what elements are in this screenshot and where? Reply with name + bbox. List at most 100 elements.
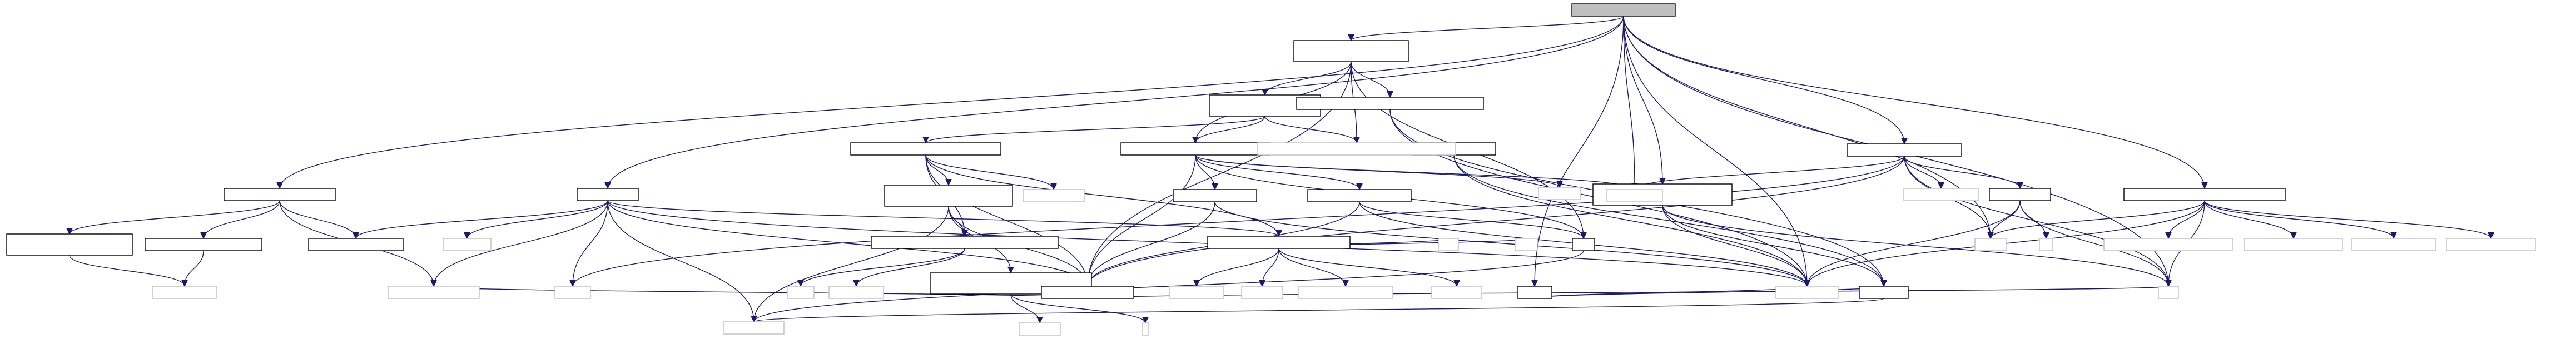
dependency-edge-n5-e22 — [1904, 156, 1941, 189]
node-box — [1298, 286, 1393, 299]
dependency-edge-n22-e16 — [69, 255, 185, 287]
graph-node-e6 — [1019, 322, 1061, 336]
dependency-edge-n0-n7 — [1535, 16, 1624, 286]
graph-node-e10 — [1606, 189, 1663, 202]
graph-node-n3[interactable] — [577, 188, 639, 201]
graph-node-e9 — [1241, 286, 1283, 299]
node-box — [2446, 238, 2536, 251]
graph-node-e21 — [723, 321, 785, 335]
dependency-edge-n5-n20 — [1088, 156, 1905, 286]
dependency-edge-n5-e10 — [1635, 156, 1905, 190]
graph-node-n10[interactable] — [1120, 142, 1270, 156]
graph-node-n5[interactable] — [1847, 143, 1962, 157]
graph-node-e19 — [1974, 238, 2007, 251]
graph-node-n17[interactable] — [1307, 189, 1412, 202]
graph-node-n21[interactable] — [1859, 286, 1909, 299]
node-box — [1515, 238, 1538, 251]
graph-node-e22 — [1903, 188, 1979, 201]
dependency-edge-n2-n24 — [279, 200, 356, 239]
dependency-edge-n2-n22 — [70, 200, 280, 235]
dependency-edge-n6-e25 — [2168, 200, 2205, 239]
graph-node-e5 — [828, 286, 884, 299]
graph-node-e7 — [1142, 322, 1149, 336]
dependency-edge-n10-n20 — [1088, 154, 1196, 286]
dependency-edge-n9-n20 — [925, 154, 1088, 286]
dependency-edge-n19-e7 — [1010, 293, 1145, 323]
graph-node-n1[interactable] — [1293, 40, 1409, 62]
dependency-edge-n13-e21 — [754, 206, 949, 322]
graph-node-n24[interactable] — [308, 238, 404, 251]
graph-node-n9[interactable] — [850, 142, 1001, 156]
graph-node-n13[interactable] — [884, 185, 1013, 207]
graph-node-n2[interactable] — [224, 188, 336, 201]
dependency-edge-n0-e10 — [1623, 16, 1635, 190]
dependency-edge-n0-n3 — [608, 16, 1624, 188]
graph-node-n6[interactable] — [2123, 188, 2286, 201]
node-box — [1120, 142, 1270, 156]
node-box — [828, 286, 884, 299]
graph-node-n11[interactable] — [1296, 97, 1484, 110]
dependency-edge-n3-e18 — [573, 200, 608, 286]
node-box — [1257, 142, 1456, 156]
graph-node-n15[interactable] — [871, 236, 1059, 249]
node-box — [1859, 286, 1909, 299]
dependency-edge-n6-e26 — [2204, 200, 2294, 239]
node-box — [850, 142, 1001, 156]
node-box — [1142, 322, 1149, 336]
node-box — [1241, 286, 1283, 299]
node-box — [1431, 286, 1482, 299]
graph-node-n7[interactable] — [1517, 286, 1552, 299]
node-box — [152, 286, 217, 299]
graph-node-n0[interactable] — [1571, 3, 1676, 17]
node-box — [2039, 238, 2053, 251]
graph-node-e3 — [1538, 187, 1581, 200]
dependency-edge-n9-n13 — [925, 154, 949, 186]
dependency-edge-n0-n5 — [1623, 16, 1904, 144]
node-box — [2351, 238, 2436, 251]
node-box — [723, 321, 785, 335]
graph-node-n16[interactable] — [1207, 236, 1351, 249]
graph-node-n23[interactable] — [145, 238, 262, 251]
node-box — [1173, 189, 1257, 202]
graph-node-e20 — [1775, 286, 1839, 299]
dependency-edge-n10-n14 — [1195, 154, 1215, 190]
node-box — [554, 286, 591, 299]
dependency-edge-n4-e20 — [1662, 205, 1807, 286]
node-box — [224, 188, 336, 201]
dependency-edge-n0-n6 — [1623, 16, 2205, 188]
dependency-edge-n16-e11 — [1278, 248, 1346, 287]
graph-node-e24 — [2158, 286, 2179, 299]
dependency-edge-n10-e10 — [1195, 154, 1635, 190]
graph-node-e25 — [2103, 238, 2233, 251]
dependency-edge-n15-e5 — [856, 248, 965, 287]
graph-node-n25[interactable] — [1989, 188, 2051, 201]
node-box — [1571, 3, 1676, 17]
dependency-edge-n5-e18 — [573, 156, 1905, 286]
dependency-edge-n10-e3 — [1195, 154, 1560, 188]
node-box — [1606, 189, 1663, 202]
graph-node-n14[interactable] — [1173, 189, 1257, 202]
dependency-edge-n3-e15 — [434, 200, 608, 286]
dependency-edge-n3-e17 — [467, 200, 608, 239]
dependency-edge-n3-e21 — [607, 200, 754, 322]
dependency-edge-n1-n11 — [1351, 61, 1390, 98]
graph-node-e2 — [1023, 189, 1085, 202]
dependency-edge-n4-n21 — [1662, 205, 1884, 286]
graph-node-e28 — [2446, 238, 2536, 251]
graph-node-n12[interactable] — [1572, 238, 1595, 251]
graph-node-n20[interactable] — [1041, 286, 1134, 299]
dependency-edge-n12-e21 — [754, 250, 1584, 322]
node-box — [1538, 187, 1581, 200]
graph-node-n22[interactable] — [6, 233, 133, 256]
node-box — [1023, 189, 1085, 202]
graph-node-e17 — [443, 238, 492, 251]
dependency-edge-n0-n1 — [1351, 16, 1624, 41]
graph-node-e14 — [1438, 238, 1459, 251]
node-box — [1903, 188, 1979, 201]
node-layer — [6, 3, 2536, 336]
dependency-edge-n6-e28 — [2204, 200, 2491, 239]
node-box — [2244, 238, 2343, 251]
dependency-edge-n21-e21 — [754, 298, 1884, 322]
node-box — [1517, 286, 1552, 299]
node-box — [1775, 286, 1839, 299]
